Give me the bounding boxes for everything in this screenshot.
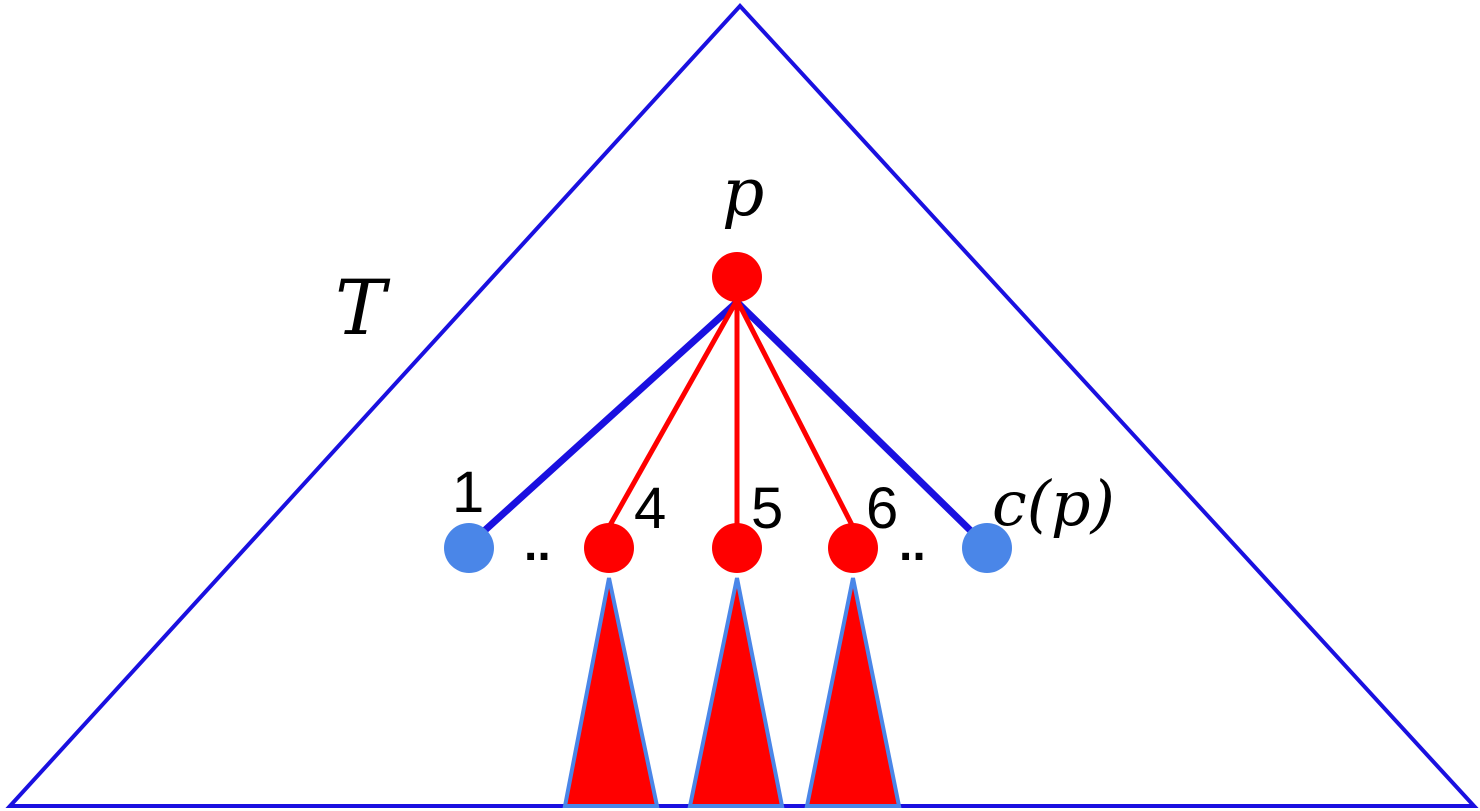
ellipsis-left: ..: [524, 518, 551, 571]
child-label-4: 4: [634, 476, 666, 541]
edge-root-to-child-4: [606, 298, 740, 529]
edge-root-to-child-1: [480, 299, 740, 535]
child-label-1: 1: [452, 460, 484, 525]
root-node: [712, 252, 762, 302]
subtree-child-5: [687, 577, 785, 808]
child-node-5: [712, 523, 762, 573]
ellipsis-right: ..: [899, 518, 926, 571]
root-label: p: [722, 154, 764, 231]
subtree-child-6: [804, 577, 902, 808]
child-label-5: 5: [751, 476, 783, 541]
child-node-4: [584, 523, 634, 573]
child-node-last: [962, 523, 1012, 573]
subtree-child-4: [562, 577, 660, 808]
child-label-last: c(p): [992, 467, 1115, 540]
child-node-1: [444, 523, 494, 573]
child-node-6: [828, 523, 878, 573]
edge-root-to-child-6: [734, 298, 856, 529]
tree-label: T: [335, 263, 391, 352]
child-label-6: 6: [866, 476, 898, 541]
edge-root-to-child-last: [734, 299, 975, 535]
